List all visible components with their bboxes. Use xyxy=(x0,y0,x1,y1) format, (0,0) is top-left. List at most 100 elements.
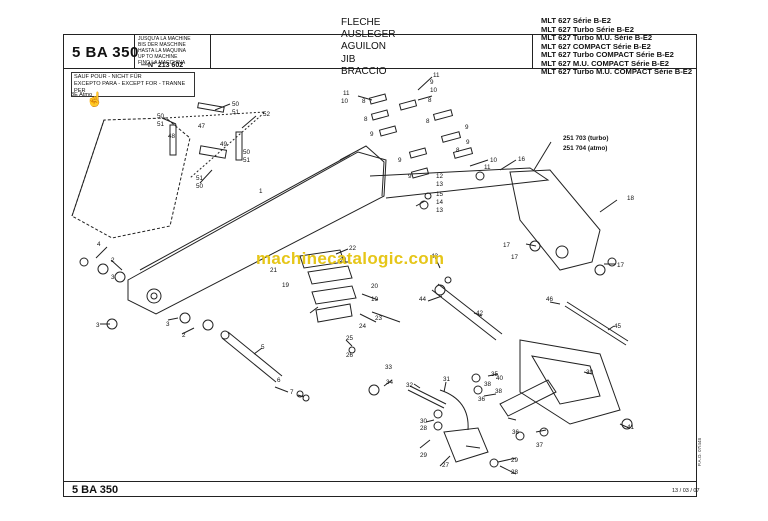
bracket-27 xyxy=(443,427,489,463)
callout-29: 29 xyxy=(420,452,428,459)
callout-10: 10 xyxy=(430,87,438,94)
callout-35: 35 xyxy=(491,371,499,378)
callout-11: 11 xyxy=(433,72,440,79)
bush xyxy=(489,458,499,468)
callout-43: 43 xyxy=(431,253,439,260)
up-to-line: UP TO MACHINE xyxy=(138,54,178,60)
callout-42: 42 xyxy=(476,310,484,317)
part-ref-turbo: 251 703 (turbo) xyxy=(563,135,609,142)
callout-50: 50 xyxy=(243,149,251,156)
exception-note: 3E Atmo xyxy=(71,92,93,98)
model-item: MLT 627 COMPACT Série B-E2 xyxy=(541,41,651,51)
variant-leader xyxy=(165,111,267,179)
bush xyxy=(529,240,541,252)
callout-5: 5 xyxy=(261,344,265,351)
callout-26: 26 xyxy=(346,352,354,359)
pad xyxy=(378,125,398,137)
bush xyxy=(302,394,310,402)
callout-9: 9 xyxy=(398,157,402,164)
callout-9: 9 xyxy=(370,131,374,138)
callout-51: 51 xyxy=(243,157,251,164)
title-en: JIB xyxy=(341,53,356,65)
bush xyxy=(594,264,606,276)
model-list: MLT 627 Série B-E2 MLT 627 Turbo Série B… xyxy=(541,16,693,77)
pad xyxy=(197,102,225,113)
callout-38: 38 xyxy=(495,388,503,395)
callout-33: 33 xyxy=(385,364,393,371)
pad xyxy=(169,124,177,156)
pao-reference: P.A.O. 07/448 xyxy=(697,438,702,467)
guard-31 xyxy=(439,389,469,431)
bush xyxy=(539,427,549,437)
footer-divider xyxy=(63,481,697,482)
footer-code: 5 BA 350 xyxy=(72,484,119,496)
callout-9: 9 xyxy=(465,124,469,131)
bush xyxy=(79,257,89,267)
bush xyxy=(97,263,109,275)
callout-46: 46 xyxy=(546,296,554,303)
pad xyxy=(235,131,243,161)
footer-date: 13 / 03 / 07 xyxy=(672,488,700,494)
bush xyxy=(433,421,443,431)
callout-10: 10 xyxy=(490,157,498,164)
header-divider xyxy=(63,68,697,69)
callout-51: 51 xyxy=(157,121,165,128)
callout-3: 3 xyxy=(96,322,100,329)
pad xyxy=(370,109,390,121)
callout-22: 22 xyxy=(349,245,357,252)
callout-37: 37 xyxy=(536,442,544,449)
callout-44: 44 xyxy=(419,296,427,303)
callout-1: 1 xyxy=(259,188,263,195)
callout-19: 19 xyxy=(282,282,290,289)
up-to-line: HASTA LA MAQUINA xyxy=(138,48,186,54)
main-boom-head xyxy=(339,145,385,197)
bush xyxy=(202,319,214,331)
pad xyxy=(198,145,228,159)
model-item: MLT 627 Turbo M.U. COMPACT Série B-E2 xyxy=(541,67,693,76)
callout-21: 21 xyxy=(340,257,348,264)
callout-28: 28 xyxy=(420,425,428,432)
carriage-inner xyxy=(531,355,601,405)
up-to-machine-number: —N° 213 602 xyxy=(141,62,183,69)
callout-17: 17 xyxy=(511,254,519,261)
callout-29: 29 xyxy=(511,457,519,464)
callout-3: 3 xyxy=(111,274,115,281)
callout-51: 51 xyxy=(232,109,240,116)
model-item: MLT 627 Turbo Série B-E2 xyxy=(541,24,634,34)
callout-49: 49 xyxy=(220,141,228,148)
callout-9: 9 xyxy=(466,139,470,146)
model-item: MLT 627 Turbo M.U. Série B-E2 xyxy=(541,33,653,42)
title-es: AGUILON xyxy=(341,41,387,53)
callout-38: 38 xyxy=(484,381,492,388)
bush xyxy=(471,373,481,383)
header-cell-divider xyxy=(532,34,533,68)
header-cell-divider xyxy=(210,34,211,68)
pin-5-end xyxy=(220,330,230,340)
up-to-line: FINO LA MACCHINA xyxy=(138,60,186,66)
callout-17: 17 xyxy=(617,262,625,269)
page-code: 5 BA 350 xyxy=(72,44,139,61)
bush xyxy=(368,384,380,396)
callout-4: 4 xyxy=(97,241,101,248)
up-to-line: JUSQU'A LA MACHINE xyxy=(138,36,191,42)
title-it: BRACCIO xyxy=(341,65,387,77)
callout-2: 2 xyxy=(111,257,115,264)
callout-48: 48 xyxy=(168,133,176,140)
main-boom-pivot xyxy=(150,292,158,300)
callout-15: 15 xyxy=(436,191,444,198)
callout-2: 2 xyxy=(182,332,186,339)
pad xyxy=(410,167,430,179)
callout-8: 8 xyxy=(364,116,368,123)
callout-11: 11 xyxy=(484,164,491,171)
exception-line: SAUF POUR - NICHT FÜR xyxy=(74,74,142,80)
bush xyxy=(114,271,126,283)
title-fr: FLECHE xyxy=(341,17,381,28)
serial-number: 213 602 xyxy=(157,62,184,69)
bush xyxy=(475,171,485,181)
callout-21: 21 xyxy=(270,267,278,274)
main-boom-pivot xyxy=(146,288,162,304)
bush xyxy=(296,390,304,398)
model-item: MLT 627 Turbo COMPACT Série B-E2 xyxy=(541,50,674,59)
model-item: MLT 627 Série B-E2 xyxy=(541,16,611,25)
title-de: AUSLEGER xyxy=(341,29,396,41)
